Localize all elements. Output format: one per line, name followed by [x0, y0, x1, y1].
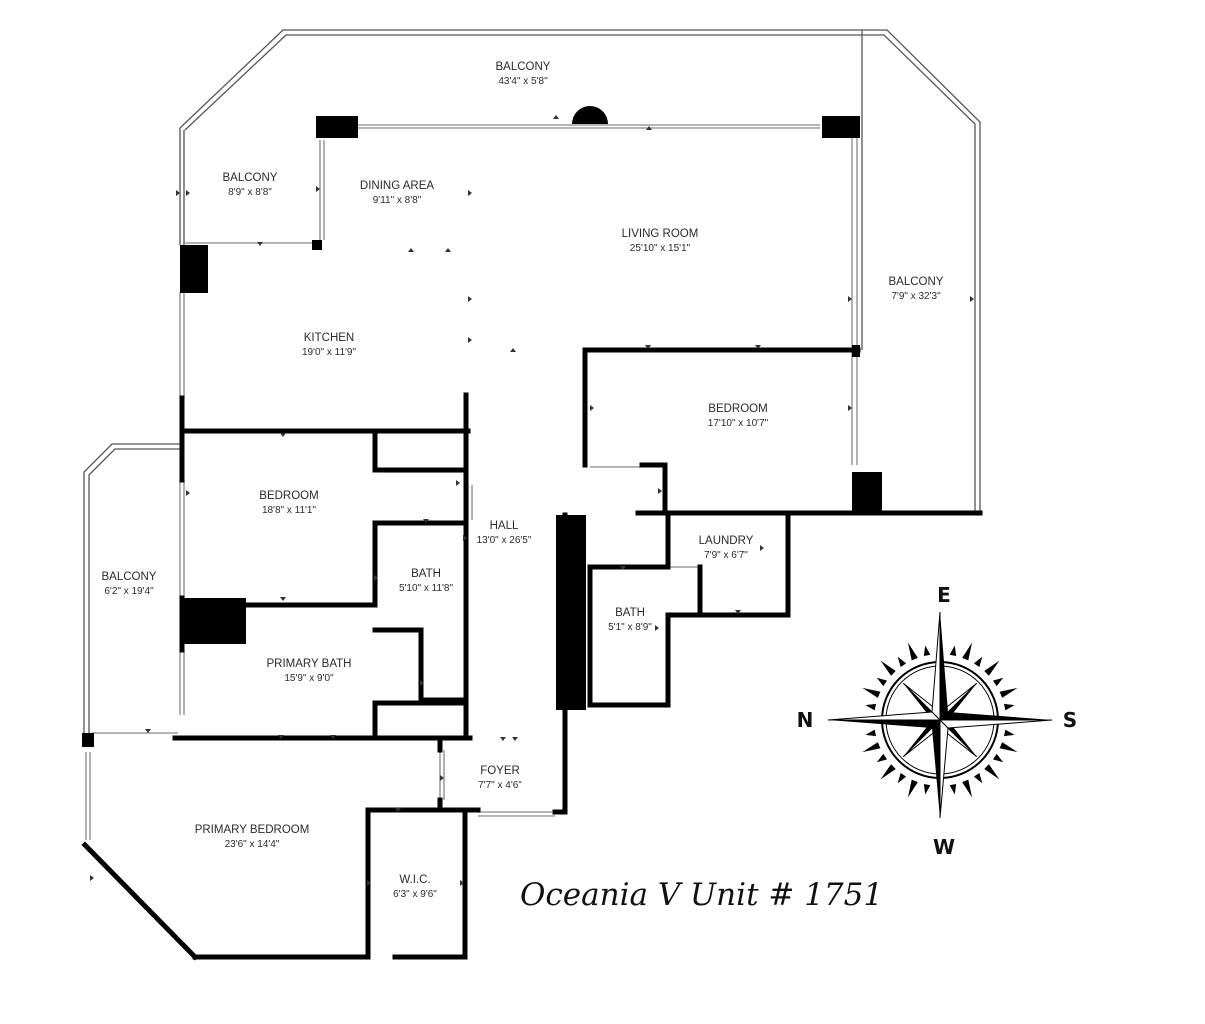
room-label-bedroom-west: BEDROOM 18'8" x 11'1": [259, 490, 318, 516]
compass-tick: [880, 660, 896, 676]
walls: [81, 347, 983, 961]
svg-text:BALCONY: BALCONY: [223, 172, 278, 184]
svg-text:FOYER: FOYER: [480, 765, 520, 777]
compass-tick: [876, 753, 888, 763]
compass-west-label: W: [933, 835, 955, 859]
compass-tick: [897, 656, 907, 668]
room-label-wic: W.I.C. 6'3" x 9'6": [393, 874, 437, 900]
room-label-primary-bath: PRIMARY BATH 15'9" x 9'0": [267, 658, 352, 684]
compass-tick: [992, 753, 1004, 763]
svg-text:7'7" x 4'6": 7'7" x 4'6": [478, 780, 522, 791]
compass-tick: [923, 784, 931, 795]
compass-tick: [907, 642, 918, 661]
svg-text:PRIMARY BEDROOM: PRIMARY BEDROOM: [195, 824, 310, 836]
svg-text:15'9" x 9'0": 15'9" x 9'0": [284, 673, 334, 684]
room-label-balcony-top: BALCONY 43'4" x 5'8": [496, 61, 551, 87]
compass-south-label: S: [1063, 708, 1077, 732]
compass-tick: [949, 784, 957, 795]
balcony-railings: [83, 29, 981, 733]
svg-text:7'9" x 32'3": 7'9" x 32'3": [891, 291, 941, 302]
compass-star-icon: [827, 611, 1053, 819]
compass-tick: [1004, 703, 1015, 711]
svg-text:LIVING ROOM: LIVING ROOM: [622, 228, 699, 240]
svg-text:17'10" x 10'7": 17'10" x 10'7": [708, 418, 769, 429]
svg-text:6'2" x 19'4": 6'2" x 19'4": [104, 586, 154, 597]
svg-text:BATH: BATH: [615, 607, 645, 619]
compass-tick: [999, 687, 1018, 698]
svg-text:LAUNDRY: LAUNDRY: [699, 535, 754, 547]
structural-columns: [82, 106, 882, 747]
svg-text:8'9" x 8'8": 8'9" x 8'8": [228, 187, 272, 198]
compass-tick: [923, 645, 931, 656]
room-label-laundry: LAUNDRY 7'9" x 6'7": [699, 535, 754, 561]
svg-text:HALL: HALL: [490, 520, 519, 532]
room-label-bath-center: BATH 5'10" x 11'8": [399, 568, 454, 594]
room-label-foyer: FOYER 7'7" x 4'6": [478, 765, 522, 791]
room-label-dining-area: DINING AREA 9'11" x 8'8": [360, 180, 434, 206]
compass-tick: [862, 742, 881, 753]
svg-text:PRIMARY BATH: PRIMARY BATH: [267, 658, 352, 670]
compass-tick: [973, 772, 983, 784]
svg-text:7'9" x 6'7": 7'9" x 6'7": [704, 550, 748, 561]
room-label-bath-east: BATH 5'1" x 8'9": [608, 607, 652, 633]
room-label-living-room: LIVING ROOM 25'10" x 15'1": [622, 228, 699, 254]
compass-tick: [984, 764, 1000, 780]
room-label-primary-bedroom: PRIMARY BEDROOM 23'6" x 14'4": [195, 824, 310, 850]
svg-text:13'0" x 26'5": 13'0" x 26'5": [477, 535, 532, 546]
svg-text:5'10" x 11'8": 5'10" x 11'8": [399, 583, 454, 594]
svg-text:KITCHEN: KITCHEN: [304, 332, 354, 344]
compass-tick: [962, 779, 973, 798]
svg-text:43'4" x 5'8": 43'4" x 5'8": [498, 76, 548, 87]
svg-text:5'1" x 8'9": 5'1" x 8'9": [608, 622, 652, 633]
compass-tick: [962, 642, 973, 661]
compass-tick: [862, 687, 881, 698]
compass-tick: [865, 729, 876, 737]
svg-text:BATH: BATH: [411, 568, 441, 580]
svg-text:19'0" x 11'9": 19'0" x 11'9": [302, 347, 357, 358]
room-label-balcony-west: BALCONY 6'2" x 19'4": [102, 571, 157, 597]
svg-text:BALCONY: BALCONY: [102, 571, 157, 583]
svg-text:25'10" x 15'1": 25'10" x 15'1": [630, 243, 691, 254]
room-label-kitchen: KITCHEN 19'0" x 11'9": [302, 332, 357, 358]
compass-north-label: N: [797, 708, 814, 732]
svg-text:BALCONY: BALCONY: [889, 276, 944, 288]
compass-tick: [973, 656, 983, 668]
svg-text:18'8" x 11'1": 18'8" x 11'1": [262, 505, 317, 516]
svg-text:W.I.C.: W.I.C.: [399, 874, 430, 886]
compass-tick: [907, 779, 918, 798]
thin-walls: [85, 124, 858, 840]
compass-tick: [949, 645, 957, 656]
opening-markers: [90, 115, 974, 886]
room-label-balcony-east: BALCONY 7'9" x 32'3": [889, 276, 944, 302]
svg-text:BEDROOM: BEDROOM: [259, 490, 318, 502]
svg-text:DINING AREA: DINING AREA: [360, 180, 434, 192]
compass-tick: [999, 742, 1018, 753]
compass-tick: [876, 677, 888, 687]
compass-tick: [1004, 729, 1015, 737]
compass-tick: [984, 660, 1000, 676]
compass-tick: [992, 677, 1004, 687]
svg-text:BEDROOM: BEDROOM: [708, 403, 767, 415]
svg-text:BALCONY: BALCONY: [496, 61, 551, 73]
room-label-bedroom-east: BEDROOM 17'10" x 10'7": [708, 403, 769, 429]
room-label-hall: HALL 13'0" x 26'5": [477, 520, 532, 546]
compass-tick: [897, 772, 907, 784]
svg-text:6'3" x 9'6": 6'3" x 9'6": [393, 889, 437, 900]
svg-text:9'11" x 8'8": 9'11" x 8'8": [373, 195, 422, 206]
compass-tick: [865, 703, 876, 711]
compass-tick: [880, 764, 896, 780]
compass-east-label: E: [937, 583, 951, 607]
unit-caption: Oceania V Unit # 1751: [520, 877, 883, 913]
compass-ticks-icon: [862, 642, 1018, 798]
compass-rose: E N S W: [797, 583, 1078, 859]
room-label-balcony-nw: BALCONY 8'9" x 8'8": [223, 172, 278, 198]
svg-text:23'6" x 14'4": 23'6" x 14'4": [225, 839, 280, 850]
